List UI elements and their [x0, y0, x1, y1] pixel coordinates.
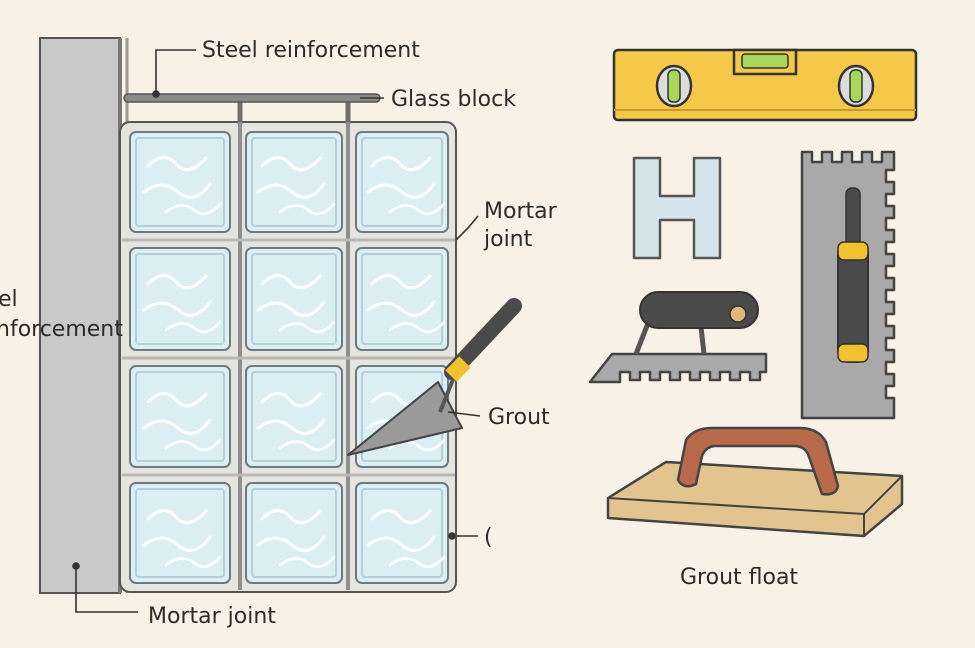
- glass-block: [245, 247, 343, 351]
- mortar-joint-label-line1: Mortar: [484, 199, 558, 224]
- cropped-label-mark: (: [484, 525, 493, 550]
- notched-trowel-icon: [800, 150, 896, 420]
- grout-label: Grout: [488, 405, 550, 430]
- pointing-trowel-icon: [347, 298, 522, 456]
- glass-block: [355, 131, 449, 233]
- glass-block-wall: [119, 96, 457, 593]
- leader-lines: [72, 49, 481, 613]
- glass-block: [355, 482, 449, 584]
- steel-reinforcement-label: Steel reinforcement: [202, 38, 420, 63]
- steel-reinforcement-left-label-line1: el: [0, 287, 18, 312]
- glass-block-label: Glass block: [391, 87, 516, 112]
- glass-block: [129, 247, 231, 351]
- mortar-joint-label-line2: joint: [483, 227, 533, 252]
- glass-block: [245, 131, 343, 233]
- glass-block: [129, 482, 231, 584]
- mortar-joint-bottom-label: Mortar joint: [148, 604, 276, 629]
- grout-float-label: Grout float: [680, 565, 798, 590]
- wall-column: [39, 37, 129, 594]
- glass-block: [245, 365, 343, 468]
- steel-reinforcement-bar: [123, 93, 381, 103]
- glass-block: [129, 131, 231, 233]
- glass-block: [129, 365, 231, 468]
- tile-spacer-icon: [632, 156, 722, 260]
- margin-trowel-icon: [588, 291, 768, 384]
- tile-float-icon: [606, 426, 904, 538]
- glass-block: [355, 247, 449, 351]
- steel-reinforcement-left-label-line2: nforcement: [0, 317, 123, 342]
- spirit-level-icon: [612, 48, 918, 122]
- glass-block: [245, 482, 343, 584]
